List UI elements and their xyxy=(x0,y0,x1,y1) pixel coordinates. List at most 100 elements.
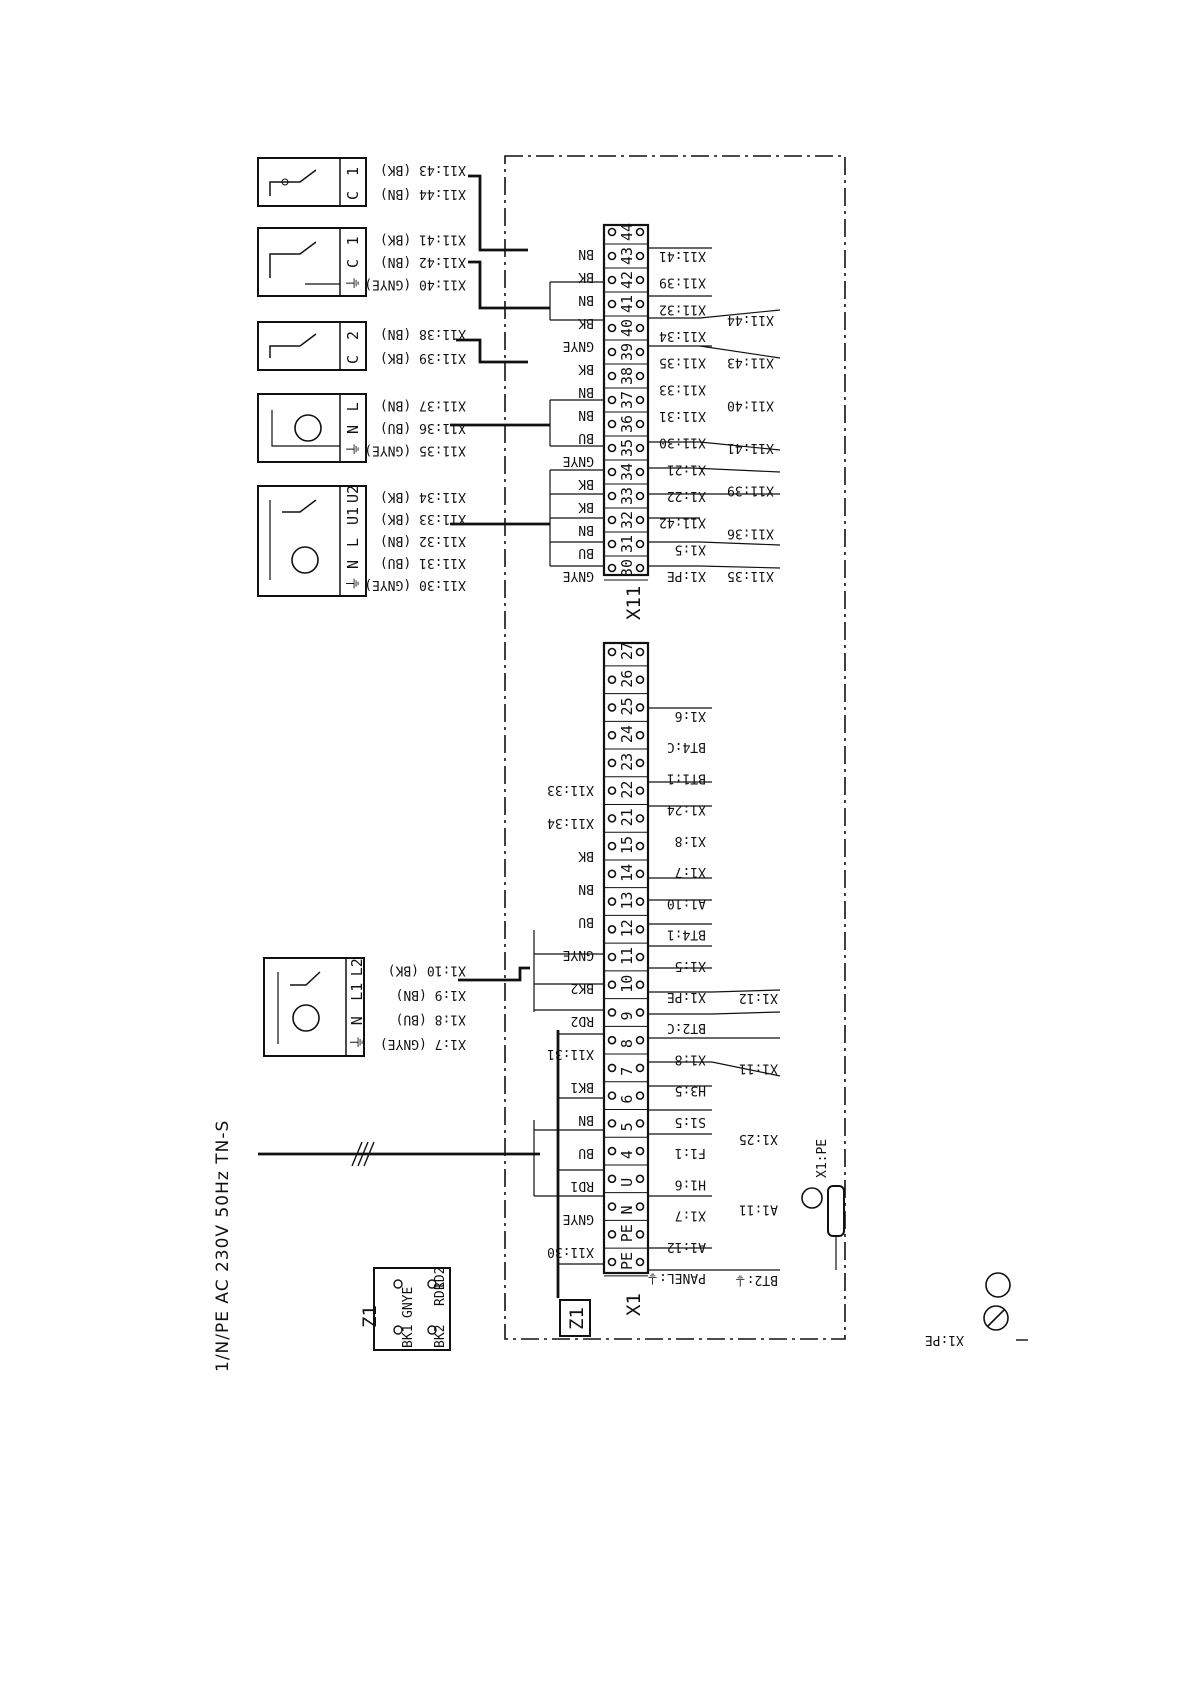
x11-pin-number: 37 xyxy=(618,391,636,409)
x1-screw-left xyxy=(607,1146,617,1156)
wire-harness xyxy=(258,174,560,1298)
x11-right-label: X1:21 xyxy=(667,461,706,476)
x1-screw-left xyxy=(607,980,617,990)
x1-screw-right xyxy=(635,814,645,823)
x1-left-label: X11:34 xyxy=(547,815,594,830)
x1-pin-number: 5 xyxy=(618,1122,636,1131)
x1-screw-left xyxy=(607,1119,617,1128)
component-wire-label: X11:32 (BN) xyxy=(380,533,466,548)
x1-pin-number: 22 xyxy=(618,781,636,799)
x11-screw-left xyxy=(607,443,617,453)
x1-screw-left xyxy=(607,647,617,657)
x1-right-label: X1:7 xyxy=(675,1208,706,1223)
x11-screw-left xyxy=(607,323,617,333)
earth-label: X1:PE xyxy=(815,1139,830,1178)
motor-icon xyxy=(291,546,319,574)
x1-right-label: H1:6 xyxy=(675,1176,706,1191)
x11-wire-color-label: BK xyxy=(578,269,594,284)
x1-left-label: RD1 xyxy=(571,1178,594,1193)
x11-wire-color-label: BN xyxy=(578,407,594,422)
x11-wire-color-label: BN xyxy=(578,246,594,261)
x1-screw-right xyxy=(635,1146,645,1156)
x11-screw-left xyxy=(607,419,617,429)
component-pin-label: ⏚ xyxy=(348,1035,366,1050)
component-box-relay-c2 xyxy=(257,321,367,371)
x11-screw-left xyxy=(607,563,617,573)
x1-pin-number: PE xyxy=(618,1224,636,1242)
x1-right-label: BT4:C xyxy=(667,739,706,754)
x11-far-label: X11:44 xyxy=(727,312,774,327)
x1-left-label: BU xyxy=(578,1145,594,1160)
x1-screw-right xyxy=(635,1202,645,1211)
x11-screw-right xyxy=(635,563,645,573)
triple-slash-3 xyxy=(363,1141,375,1167)
x11-screw-right xyxy=(635,467,645,477)
enclosure-boundary xyxy=(504,155,846,1340)
x11-right-label: X1:22 xyxy=(667,488,706,503)
x1-left-label: X11:30 xyxy=(547,1244,594,1259)
x11-far-label: X11:43 xyxy=(727,355,774,370)
x11-wire-color-label: GNYE xyxy=(563,453,594,468)
x1-right-label: BT4:1 xyxy=(667,927,706,942)
x11-screw-left xyxy=(607,275,617,285)
x1-screw-left xyxy=(607,1035,617,1045)
x11-pin-number: 35 xyxy=(618,439,636,457)
x1-screw-right xyxy=(635,1257,645,1267)
x1-left-label: X11:33 xyxy=(547,782,594,797)
x11-screw-right xyxy=(635,227,645,237)
x11-right-label: X11:34 xyxy=(659,328,706,343)
x1-pin-number: 11 xyxy=(618,947,636,965)
x1-far-label: A1:11 xyxy=(739,1202,778,1217)
x1-screw-right xyxy=(635,897,645,906)
x11-pin-number: 42 xyxy=(618,271,636,289)
component-box-relay-c1 xyxy=(257,227,367,297)
x1-pin-number: 12 xyxy=(618,919,636,937)
component-pin-label: 1 xyxy=(344,236,362,245)
x1-right-label: X1:PE xyxy=(667,989,706,1004)
x1-left-label: RD2 xyxy=(571,1013,594,1028)
x1-right-labels: PANEL:⏚A1:12X1:7H1:6F1:1S1:5H3:5X1:8BT2:… xyxy=(646,708,706,1285)
x1-screw-left xyxy=(607,786,617,795)
x11-wire-color-label: BN xyxy=(578,384,594,399)
x1-screw-right xyxy=(635,1119,645,1128)
x1-screw-left xyxy=(607,869,617,879)
component-pin-label: L xyxy=(344,402,362,411)
component-pin-label: N xyxy=(344,560,362,569)
component-wire-label: X11:35 (GNYE) xyxy=(364,443,466,458)
x1-left-label: BK1 xyxy=(571,1079,594,1094)
component-wire-label: X11:40 (GNYE) xyxy=(364,277,466,292)
x11-pin-number: 38 xyxy=(618,367,636,385)
x11-screw-left xyxy=(607,515,617,525)
x1-screw-right xyxy=(635,1174,645,1184)
x1-right-label: H3:5 xyxy=(675,1083,706,1098)
x11-far-label: X11:39 xyxy=(727,483,774,498)
x11-right-labels: X1:PEX1:5X11:42X1:22X1:21X11:30X11:31X11… xyxy=(659,248,706,583)
x1-pin-number: 25 xyxy=(618,697,636,715)
x1-pin-number: 4 xyxy=(618,1150,636,1159)
component-pin-label: L2 xyxy=(348,958,366,976)
x1-screw-right xyxy=(635,1229,645,1239)
component-pin-label: N xyxy=(348,1016,366,1025)
component-pin-label: ⏚ xyxy=(344,276,362,291)
x1-right-label: X1:6 xyxy=(675,708,706,723)
x11-pin-number: 31 xyxy=(618,535,636,553)
x11-wire-color-label: BU xyxy=(578,545,594,560)
earth-label-external: X1:PE xyxy=(925,1332,964,1347)
component-pin-label: L1 xyxy=(348,983,366,1001)
x11-screw-right xyxy=(635,491,645,501)
x1-screw-left xyxy=(607,1008,617,1017)
motor-icon-2 xyxy=(292,1004,320,1032)
x11-screw-right xyxy=(635,299,645,309)
x11-label: X11 xyxy=(623,586,645,620)
x11-pin-number: 30 xyxy=(618,559,636,577)
x1-screw-right xyxy=(635,1063,645,1073)
component-pin-label: U2 xyxy=(344,485,362,503)
x1-pin-number: 23 xyxy=(618,753,636,771)
x1-screw-left xyxy=(607,952,617,962)
x1-wire-fanout xyxy=(533,930,604,1265)
x1-screw-right xyxy=(635,1008,645,1017)
x11-wire-color-label: BK xyxy=(578,315,594,330)
x11-pin-number: 43 xyxy=(618,247,636,265)
